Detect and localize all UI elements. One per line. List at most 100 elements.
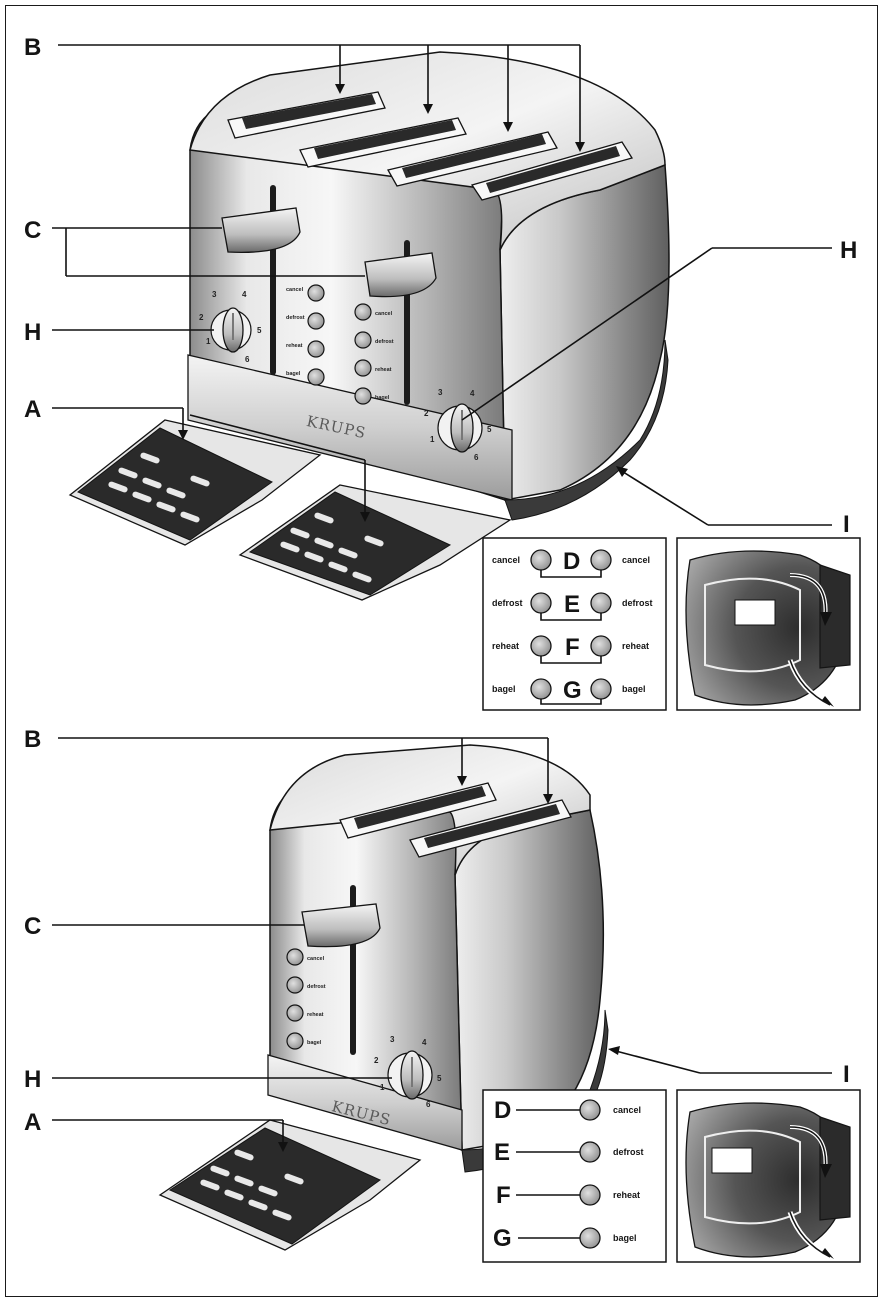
button-column-right: cancel defrost reheat bagel	[354, 303, 394, 405]
svg-text:5: 5	[437, 1074, 442, 1083]
legend-row-defrost: defrost E defrost	[492, 591, 653, 621]
toaster-top-surface	[189, 51, 666, 251]
svg-text:1: 1	[430, 435, 435, 444]
svg-text:3: 3	[212, 290, 217, 299]
svg-text:6: 6	[474, 453, 479, 462]
bread-slots	[227, 91, 634, 201]
reheat-label-2: reheat	[307, 1012, 324, 1018]
svg-text:5: 5	[487, 425, 492, 434]
figure-border	[5, 5, 878, 1297]
svg-text:bagel: bagel	[492, 684, 516, 694]
callout-c-bottom: C	[24, 913, 41, 940]
bagel-button-left[interactable]	[307, 368, 325, 386]
crumb-tray-left[interactable]	[68, 419, 322, 546]
callout-e-bottom: E	[494, 1139, 510, 1166]
cancel-button-2[interactable]	[286, 948, 304, 966]
svg-text:4: 4	[470, 389, 475, 398]
callout-g-bottom: G	[493, 1225, 512, 1252]
defrost-button-right[interactable]	[354, 331, 372, 349]
browning-dial-right[interactable]	[437, 403, 483, 453]
svg-text:cancel: cancel	[492, 555, 520, 565]
cancel-button-left[interactable]	[307, 284, 325, 302]
defrost-label-2: defrost	[307, 984, 326, 990]
legend2-row-reheat: F reheat	[496, 1182, 640, 1209]
defrost-button-left[interactable]	[307, 312, 325, 330]
callout-letters-bottom: B C H A I	[24, 726, 850, 1136]
defrost-label-right: defrost	[375, 339, 394, 345]
svg-text:cancel: cancel	[622, 555, 650, 565]
dial-numbers-right: 1 2 3 4 5 6	[424, 388, 492, 462]
dial-numbers-2: 1 2 3 4 5 6	[374, 1035, 442, 1109]
browning-dial-2[interactable]	[387, 1050, 433, 1100]
svg-text:1: 1	[380, 1083, 385, 1092]
reheat-label-right: reheat	[375, 367, 392, 373]
svg-text:reheat: reheat	[622, 641, 649, 651]
callout-a-bottom: A	[24, 1109, 41, 1136]
svg-text:reheat: reheat	[492, 641, 519, 651]
reheat-button-right[interactable]	[354, 359, 372, 377]
button-legend-panel-bottom: D cancel E defrost F reheat G	[482, 1089, 667, 1263]
bagel-button-2[interactable]	[286, 1032, 304, 1050]
callout-h-bottom: H	[24, 1066, 41, 1093]
svg-text:4: 4	[422, 1038, 427, 1047]
bagel-label-right: bagel	[375, 395, 390, 401]
svg-text:1: 1	[206, 337, 211, 346]
callout-f-top: F	[565, 634, 580, 661]
four-slice-toaster: KRUPS cancel defrost reheat bagel	[68, 51, 670, 601]
cancel-label-2: cancel	[307, 956, 325, 962]
crumb-tray-right[interactable]	[238, 484, 512, 601]
reheat-button-2[interactable]	[286, 1004, 304, 1022]
bagel-label-left: bagel	[286, 371, 301, 377]
callout-d-bottom: D	[494, 1097, 511, 1124]
callout-letters-top: B C H H A I	[24, 34, 857, 538]
crumb-tray-2[interactable]	[158, 1119, 422, 1251]
legend-row-bagel: bagel G bagel	[492, 677, 646, 705]
cord-storage-panel-top	[676, 537, 861, 711]
reheat-button-left[interactable]	[307, 340, 325, 358]
cancel-label-left: cancel	[286, 287, 304, 293]
callout-e-top: E	[564, 591, 580, 618]
callout-i-bottom: I	[843, 1061, 850, 1088]
svg-text:2: 2	[199, 313, 204, 322]
browning-dial-left[interactable]	[210, 307, 252, 353]
callout-d-top: D	[563, 548, 580, 575]
svg-text:3: 3	[390, 1035, 395, 1044]
bagel-button-right[interactable]	[354, 387, 372, 405]
two-slice-toaster: KRUPS cancel defrost reheat bagel 1 2	[158, 744, 609, 1251]
legend2-row-bagel: G bagel	[493, 1225, 637, 1252]
defrost-label-left: defrost	[286, 315, 305, 321]
svg-text:reheat: reheat	[613, 1190, 640, 1200]
svg-text:defrost: defrost	[492, 598, 523, 608]
svg-text:defrost: defrost	[613, 1147, 644, 1157]
svg-text:defrost: defrost	[622, 598, 653, 608]
svg-text:2: 2	[374, 1056, 379, 1065]
callout-c-top: C	[24, 217, 41, 244]
callout-i-top: I	[843, 511, 850, 538]
svg-text:6: 6	[426, 1100, 431, 1109]
svg-text:4: 4	[242, 290, 247, 299]
legend-row-cancel: cancel D cancel	[492, 548, 650, 578]
lever-right[interactable]	[364, 252, 437, 298]
svg-text:2: 2	[424, 409, 429, 418]
bread-slots-2	[339, 782, 572, 858]
callout-f-bottom: F	[496, 1182, 511, 1209]
svg-text:6: 6	[245, 355, 250, 364]
lever-left[interactable]	[221, 207, 301, 253]
button-column-left: cancel defrost reheat bagel	[286, 284, 325, 386]
callout-g-top: G	[563, 677, 582, 704]
svg-text:bagel: bagel	[613, 1233, 637, 1243]
svg-text:bagel: bagel	[622, 684, 646, 694]
button-legend-panel-top: cancel D cancel defrost E defrost reheat	[482, 537, 667, 711]
defrost-button-2[interactable]	[286, 976, 304, 994]
legend-row-reheat: reheat F reheat	[492, 634, 649, 664]
cancel-button-right[interactable]	[354, 303, 372, 321]
svg-text:5: 5	[257, 326, 262, 335]
bagel-label-2: bagel	[307, 1040, 322, 1046]
callout-b-top: B	[24, 34, 41, 61]
base-shadow	[504, 339, 669, 521]
callout-h-top-right: H	[840, 237, 857, 264]
lever-2[interactable]	[301, 903, 381, 948]
legend2-row-defrost: E defrost	[494, 1139, 644, 1166]
